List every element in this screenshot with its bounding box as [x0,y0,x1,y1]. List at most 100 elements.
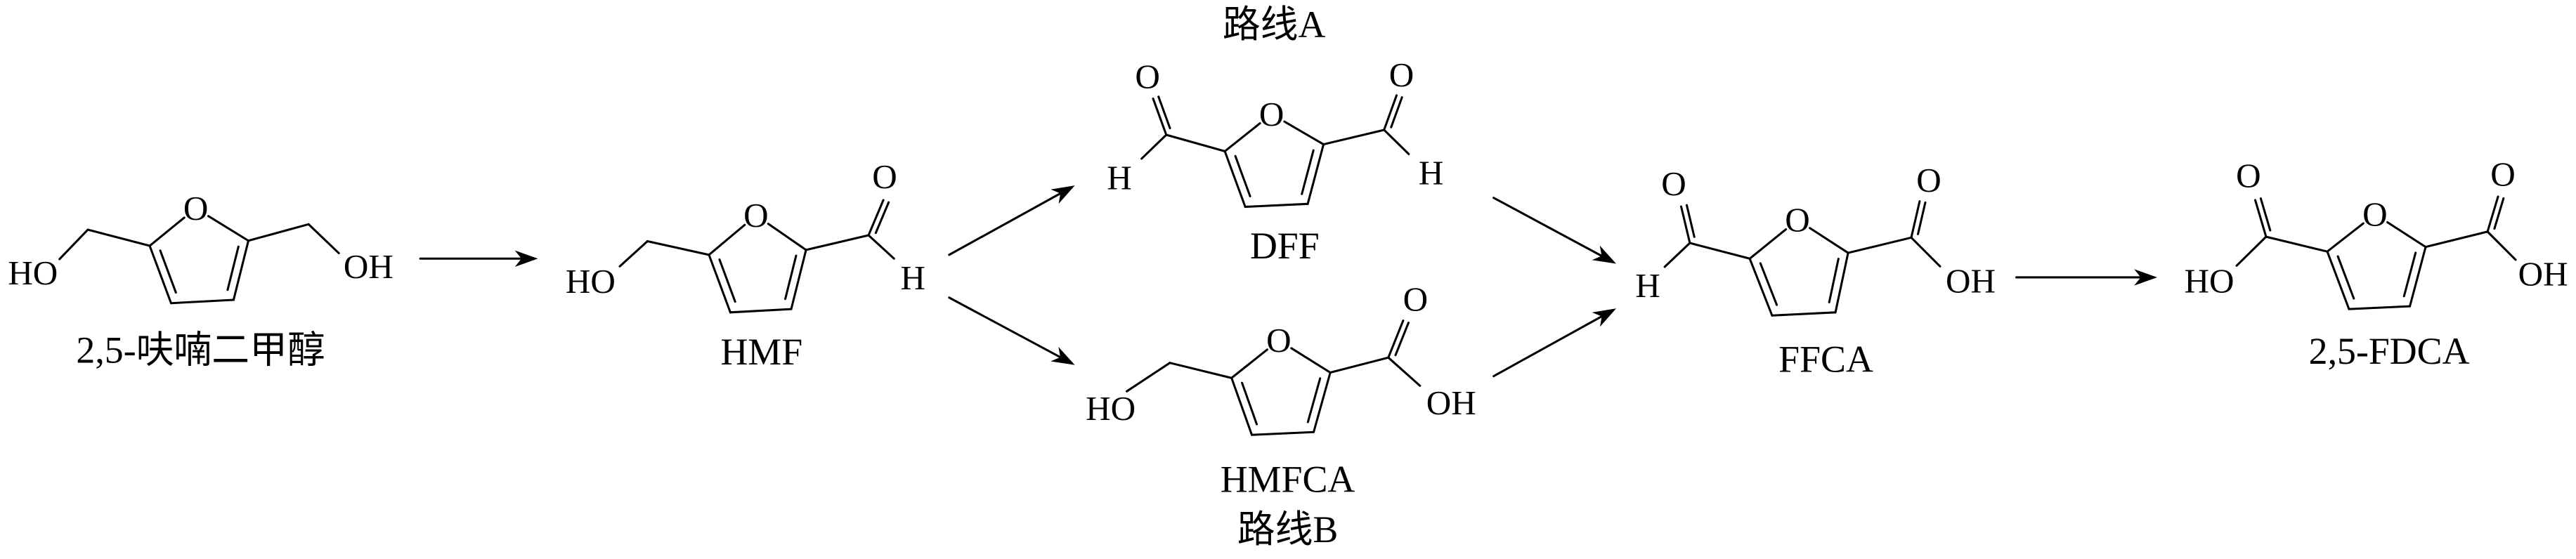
arrow-shaft [1492,197,1609,261]
single-bond [618,239,649,268]
aldehyde-hydrogen-left: H [1107,158,1132,197]
ring-oxygen: O [183,189,208,228]
single-bond [1387,356,1422,387]
double-bond-second-line [1394,322,1410,357]
double-bond-second-line [1685,204,1696,238]
ring-bond [2326,222,2364,253]
ring-oxygen: O [1259,95,1284,133]
ring-double-bond-inner [226,245,240,291]
carboxyl-hydroxyl: OH [1426,383,1476,422]
double-bond-second-line [2259,197,2272,232]
compound-name: FFCA [1778,338,1873,381]
bonds-layer [58,94,2517,436]
single-bond [1383,129,1410,155]
carboxyl-hydroxyl: OH [1946,262,1996,301]
arrow-hmf-to-dff [948,185,1075,256]
arrowhead-icon [2134,269,2157,286]
ring-bond [1230,376,1254,436]
compound-name: DFF [1250,225,1320,267]
carbonyl-oxygen-right: O [2490,155,2516,194]
single-bond [1169,362,1233,379]
route-b-label: 路线B [1237,508,1339,551]
double-bond [1910,200,1921,239]
compound-dff: O O H O H DFF [1107,55,1443,267]
ring-bond [2326,250,2350,310]
ring-oxygen: O [743,196,769,235]
carbonyl-oxygen-right: O [1389,55,1414,94]
ring-bond [1223,150,1247,209]
arrowhead-icon [1592,245,1617,264]
ring-bond [1250,430,1315,436]
double-bond-second-line [1917,201,1927,235]
single-bond [805,234,870,251]
arrows-layer [419,185,2157,378]
compound-ffca: O O H O OH FFCA [1635,161,1996,380]
single-bond [1847,236,1913,254]
single-bond [2424,230,2489,249]
aldehyde-hydrogen-right: H [1419,153,1443,192]
ring-bond [729,308,793,314]
ring-bond [169,298,235,305]
ring-bond [1748,257,1774,317]
arrow-shaft [948,296,1067,362]
double-bond [1152,97,1168,136]
carboxyl-hydroxyl-right: OH [2518,254,2568,293]
ring-bond [708,223,746,256]
carbonyl-oxygen-left: O [1135,58,1160,96]
double-bond-second-line [2493,197,2505,230]
single-bond [1165,133,1226,152]
ring-bond [207,215,250,242]
carbonyl-oxygen-right: O [1916,161,1941,199]
ring-bond [2348,305,2412,310]
ring-bond [708,254,731,314]
ring-double-bond-inner [1301,149,1315,195]
ring-bond [148,244,172,305]
ring-bond [2409,246,2427,308]
single-bond [867,234,895,260]
arrowhead-icon [1592,308,1617,327]
compound-bhmf: O HO OH 2,5-呋喃二甲醇 [8,189,393,371]
compound-name: 2,5-呋喃二甲醇 [76,329,325,371]
arrow-bhmf-to-hmf [419,250,538,267]
hydroxyl-left: HO [8,254,58,292]
ring-bond [1312,371,1332,433]
ring-double-bond-inner [2402,251,2417,298]
ring-bond [1748,228,1788,260]
ring-double-bond-inner [1306,377,1322,423]
ring-oxygen: O [1266,321,1292,360]
ring-double-bond-inner [718,258,736,303]
compound-name: HMF [721,331,803,373]
arrowhead-icon [1050,346,1075,365]
double-bond-second-line [1390,96,1403,129]
single-bond [646,239,710,256]
single-bond [86,228,151,247]
ring-double-bond-inner [1234,154,1251,197]
ring-bond [790,249,807,310]
hydroxyl: HO [566,262,616,301]
single-bond [2486,230,2517,261]
arrowhead-icon [514,250,538,267]
ring-bond [1244,202,1309,209]
ring-oxygen: O [1785,201,1809,239]
ring-bond [1771,311,1837,317]
single-bond [1910,236,1941,268]
single-bond [2235,235,2268,267]
aldehyde-hydrogen: H [1635,266,1660,305]
ring-double-bond-inner [2336,255,2355,300]
arrow-dff-to-ffca [1492,197,1617,264]
ring-bond [1834,251,1849,314]
arrow-shaft [1492,312,1609,378]
hydroxyl-right: OH [344,247,393,286]
carbonyl-oxygen-left: O [2236,157,2260,195]
ring-bond [148,216,186,247]
double-bond [867,199,885,237]
single-bond [1689,242,1751,260]
single-bond [2265,235,2329,253]
ring-bond [1809,227,1849,254]
single-bond [1322,129,1386,146]
ring-bond [2386,221,2427,249]
single-bond [1126,362,1171,393]
ring-bond [1283,120,1325,146]
compound-hmf: O HO O H HMF [566,157,925,373]
single-bond [58,228,89,261]
